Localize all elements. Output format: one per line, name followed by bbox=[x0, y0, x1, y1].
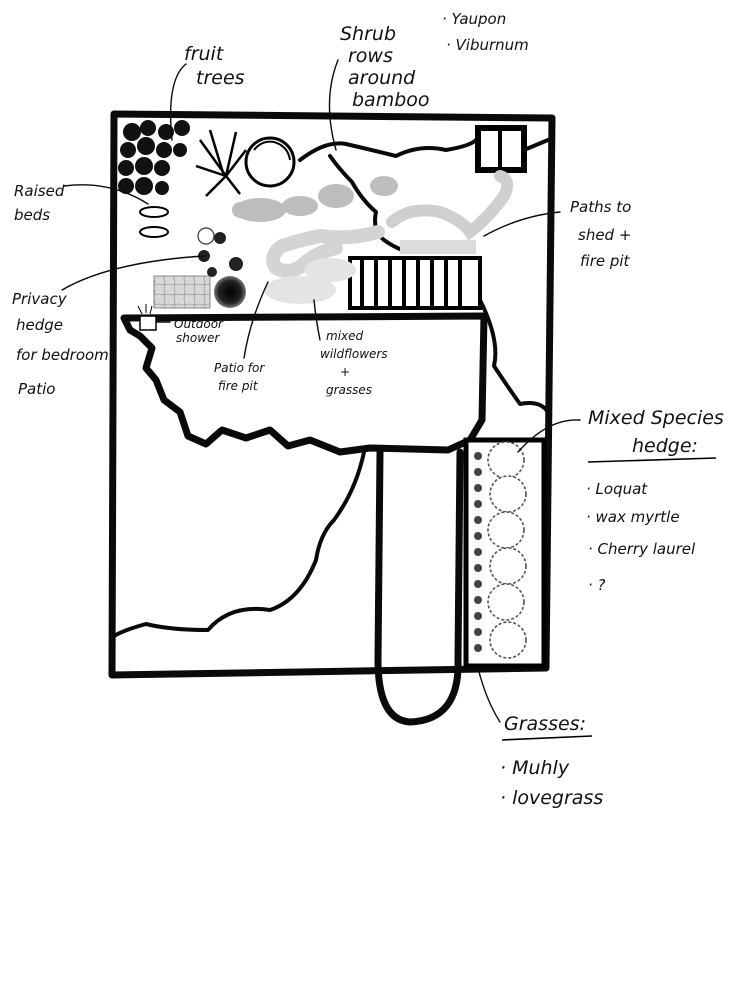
svg-text:grasses: grasses bbox=[326, 383, 372, 397]
svg-text:· wax myrtle: · wax myrtle bbox=[586, 508, 680, 526]
svg-text:fruit: fruit bbox=[184, 43, 225, 65]
svg-text:wildflowers: wildflowers bbox=[320, 347, 388, 361]
shed bbox=[475, 125, 527, 173]
leader-lines bbox=[61, 59, 581, 723]
svg-text:trees: trees bbox=[196, 67, 245, 89]
shade-tree bbox=[244, 136, 296, 188]
path-shading bbox=[400, 240, 476, 254]
driveway bbox=[374, 448, 464, 726]
path-to-shed bbox=[386, 170, 514, 241]
label-paths: Paths to shed + fire pit bbox=[570, 198, 631, 270]
label-wildflowers: mixed wildflowers + grasses bbox=[320, 329, 388, 397]
svg-text:around: around bbox=[348, 67, 416, 89]
grass-clusters bbox=[232, 176, 398, 222]
shed-path-edge bbox=[522, 138, 550, 152]
svg-text:shower: shower bbox=[176, 331, 220, 345]
svg-text:· Viburnum: · Viburnum bbox=[446, 36, 529, 54]
svg-text:rows: rows bbox=[348, 45, 393, 67]
svg-text:Patio: Patio bbox=[18, 380, 55, 398]
svg-text:+: + bbox=[340, 365, 350, 379]
svg-text:beds: beds bbox=[14, 206, 50, 224]
house-outline bbox=[120, 312, 488, 456]
fire-pit-deck bbox=[348, 256, 482, 310]
svg-text:· Loquat: · Loquat bbox=[586, 480, 648, 498]
svg-text:hedge: hedge bbox=[16, 316, 63, 334]
raised-beds bbox=[139, 206, 169, 238]
svg-text:Shrub: Shrub bbox=[340, 23, 396, 45]
label-grasses: Grasses: · Muhly · lovegrass bbox=[500, 713, 603, 809]
svg-text:Mixed Species: Mixed Species bbox=[588, 407, 724, 429]
svg-text:· ?: · ? bbox=[588, 576, 606, 594]
svg-text:Raised: Raised bbox=[14, 182, 65, 200]
svg-text:Outdoor: Outdoor bbox=[174, 317, 224, 331]
svg-text:· lovegrass: · lovegrass bbox=[500, 787, 603, 809]
svg-text:bamboo: bamboo bbox=[352, 89, 430, 111]
svg-text:Privacy: Privacy bbox=[12, 290, 68, 308]
label-shrub-species: · Yaupon · Viburnum bbox=[442, 10, 529, 54]
label-fruit-trees: fruit trees bbox=[184, 43, 245, 89]
svg-text:hedge:: hedge: bbox=[632, 435, 698, 457]
svg-text:mixed: mixed bbox=[326, 329, 364, 343]
label-outdoor-shower: Outdoor shower bbox=[174, 317, 224, 345]
svg-text:fire pit: fire pit bbox=[218, 379, 259, 393]
svg-text:fire pit: fire pit bbox=[580, 252, 631, 270]
label-raised-beds: Raised beds bbox=[14, 182, 65, 224]
label-shrub-rows: Shrub rows around bamboo bbox=[340, 23, 430, 111]
shade-tree-detail bbox=[253, 140, 291, 161]
label-privacy-hedge: Privacy hedge for bedroom Patio bbox=[12, 290, 109, 398]
label-patio-fire-pit: Patio for fire pit bbox=[214, 361, 265, 393]
svg-text:· Muhly: · Muhly bbox=[500, 757, 570, 779]
path-to-fire-pit bbox=[266, 225, 385, 278]
bamboo-clump bbox=[195, 129, 247, 197]
privacy-hedge-shrubs bbox=[197, 227, 246, 308]
lawn-edge-lower bbox=[112, 450, 366, 638]
svg-text:Grasses:: Grasses: bbox=[504, 713, 586, 735]
fruit-trees bbox=[118, 120, 190, 195]
svg-text:shed +: shed + bbox=[578, 226, 631, 244]
wildflower-patch bbox=[264, 258, 356, 304]
outdoor-shower bbox=[139, 315, 157, 331]
shower-spray-icon bbox=[137, 304, 153, 315]
svg-text:· Cherry laurel: · Cherry laurel bbox=[588, 540, 696, 558]
label-mixed-hedge: Mixed Species hedge: · Loquat · wax myrt… bbox=[586, 407, 724, 594]
svg-text:Patio for: Patio for bbox=[214, 361, 265, 375]
svg-text:Paths to: Paths to bbox=[570, 198, 631, 216]
mixed-species-hedge bbox=[463, 437, 547, 669]
bedroom-patio-pavers bbox=[153, 275, 211, 309]
lawn-edge-right bbox=[478, 298, 550, 414]
svg-text:· Yaupon: · Yaupon bbox=[442, 10, 506, 28]
svg-text:for bedroom: for bedroom bbox=[16, 346, 109, 364]
